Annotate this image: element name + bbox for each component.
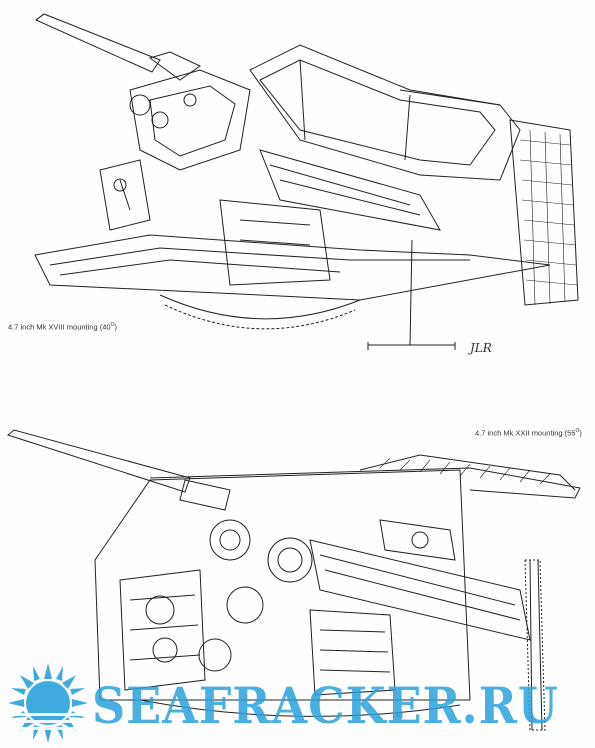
page-number: 40	[395, 713, 403, 720]
caption-mk-xviii-end: )	[114, 322, 117, 332]
caption-mk-xxii-text: 4.7 inch Mk XXII mounting (55	[475, 428, 576, 438]
caption-mk-xxii-degree: O	[575, 428, 580, 434]
caption-mk-xxii: 4.7 inch Mk XXII mounting (55O)	[475, 428, 582, 438]
watermark-sun-icon	[0, 663, 92, 743]
signature: JLR	[467, 341, 492, 355]
caption-mk-xviii: 4.7 inch Mk XVIII mounting (40O)	[8, 322, 117, 332]
caption-mk-xviii-degree: O	[110, 322, 115, 328]
watermark-text: SEAFRACKER.RU	[92, 676, 559, 735]
caption-mk-xviii-text: 4.7 inch Mk XVIII mounting (40	[8, 322, 111, 332]
caption-mk-xxii-end: )	[579, 428, 582, 438]
mk-xviii-drawing: JLR	[34, 13, 579, 355]
